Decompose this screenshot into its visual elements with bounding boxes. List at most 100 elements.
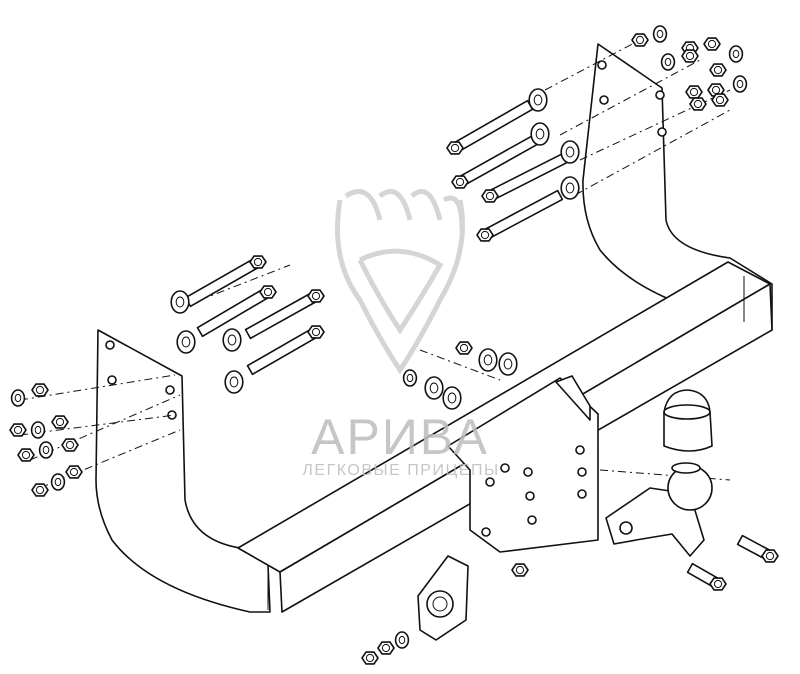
nut-bore <box>35 385 45 395</box>
nut-bore <box>381 643 391 653</box>
nut-bore <box>55 417 65 427</box>
washer-hole <box>181 336 191 348</box>
washer-hole <box>227 334 237 346</box>
washer-hole <box>175 296 185 308</box>
nut-bore <box>450 143 460 153</box>
hex-nut <box>259 285 277 299</box>
hex-nut <box>61 438 79 452</box>
washer <box>394 631 410 649</box>
axis-line <box>199 264 291 301</box>
mounting-hole <box>577 489 587 499</box>
washer-hole <box>483 354 493 366</box>
nut-bore <box>311 327 321 337</box>
nut-bore <box>765 551 775 561</box>
nut-bore <box>21 450 31 460</box>
washer <box>10 389 26 407</box>
axis-line <box>419 349 501 381</box>
washer <box>498 352 518 376</box>
washer <box>402 369 418 387</box>
left-bracket <box>95 329 271 613</box>
washer <box>528 88 548 112</box>
axis-line <box>34 429 181 491</box>
washer-hole <box>736 79 744 89</box>
fasteners <box>9 25 779 665</box>
hex-nut <box>51 415 69 429</box>
nut-bore <box>715 95 725 105</box>
nut-bore <box>713 65 723 75</box>
washer-hole <box>447 392 457 404</box>
washer-hole <box>42 445 50 455</box>
nut-bore <box>253 257 263 267</box>
washer-hole <box>565 146 575 158</box>
washer <box>732 75 748 93</box>
washer-hole <box>732 49 740 59</box>
hex-nut <box>481 189 499 203</box>
mounting-hole <box>657 127 667 137</box>
washer-hole <box>398 635 406 645</box>
socket-plate <box>417 555 469 641</box>
nut-bore <box>35 485 45 495</box>
hex-nut <box>709 577 727 591</box>
hex-nut <box>31 483 49 497</box>
mounting-hole <box>527 515 537 525</box>
washer <box>176 330 196 354</box>
tow-ball-hitch <box>605 462 713 557</box>
mounting-hole <box>577 467 587 477</box>
nut-bore <box>485 191 495 201</box>
hex-nut <box>631 33 649 47</box>
washer <box>170 290 190 314</box>
mounting-hole <box>105 340 115 350</box>
hex-nut <box>761 549 779 563</box>
nut-bore <box>13 425 23 435</box>
washer <box>652 25 668 43</box>
washer-hole <box>535 128 545 140</box>
washer-hole <box>565 182 575 194</box>
hex-nut <box>689 97 707 111</box>
nut-bore <box>480 230 490 240</box>
mounting-holes <box>105 60 667 537</box>
nut-bore <box>365 653 375 663</box>
mounting-hole <box>525 491 535 501</box>
mounting-hole <box>107 375 117 385</box>
washer-hole <box>503 358 513 370</box>
nut-bore <box>69 467 79 477</box>
mounting-hole <box>655 90 665 100</box>
hex-nut <box>476 228 494 242</box>
washer <box>560 140 580 164</box>
watermark-brand: АРИВА <box>311 409 489 465</box>
hex-nut <box>451 175 469 189</box>
hex-nut <box>31 383 49 397</box>
washer-hole <box>406 373 414 383</box>
nut-bore <box>713 579 723 589</box>
axis-line <box>19 374 176 401</box>
hex-nut <box>17 448 35 462</box>
hex-nut <box>307 289 325 303</box>
nut-bore <box>635 35 645 45</box>
washer-hole <box>229 376 239 388</box>
nut-bore <box>455 177 465 187</box>
washer-hole <box>533 94 543 106</box>
nut-bore <box>263 287 273 297</box>
nut-bore <box>707 39 717 49</box>
washer <box>424 376 444 400</box>
nut-bore <box>311 291 321 301</box>
hex-nut <box>511 563 529 577</box>
watermark-logo <box>335 189 465 375</box>
washer-hole <box>664 57 672 67</box>
hex-nut <box>446 141 464 155</box>
mounting-hole <box>165 385 175 395</box>
hex-nut <box>361 651 379 665</box>
mounting-hole <box>599 95 609 105</box>
nut-bore <box>65 440 75 450</box>
washer <box>530 122 550 146</box>
center-bracket-lip <box>555 375 591 421</box>
hex-nut <box>681 49 699 63</box>
hex-nut <box>711 93 729 107</box>
crossbar-edges <box>267 276 745 610</box>
nut-bore <box>685 51 695 61</box>
hex-nut <box>249 255 267 269</box>
washer <box>728 45 744 63</box>
axis-line <box>574 109 731 196</box>
washer <box>38 441 54 459</box>
